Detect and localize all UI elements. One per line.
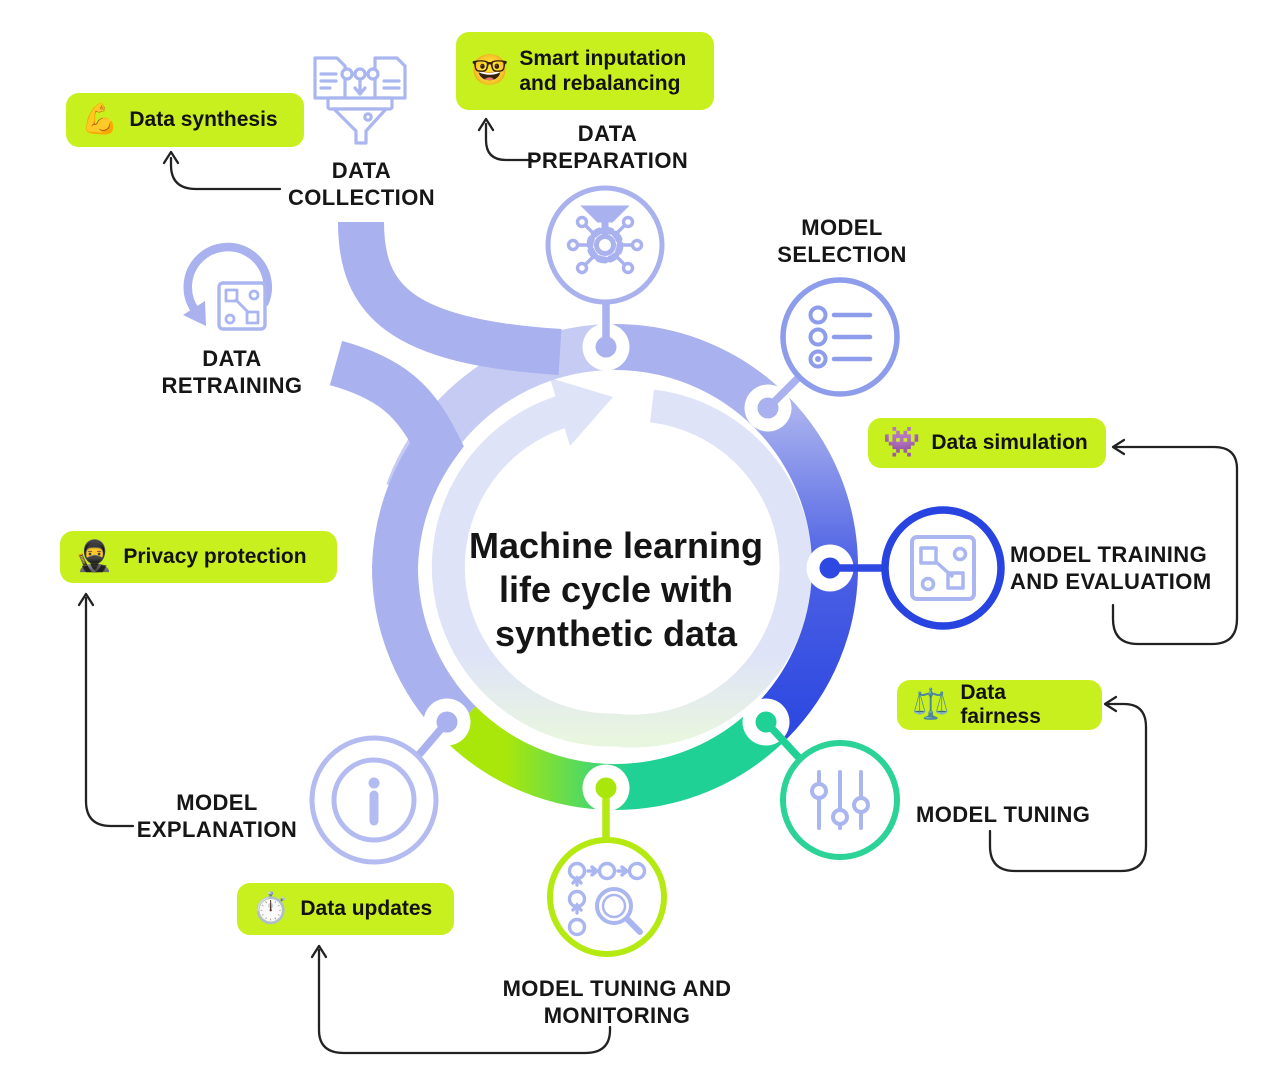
updates-arrow xyxy=(317,948,612,1055)
stage-label-line: MODEL TRAINING xyxy=(1010,542,1208,567)
stage-label-line: SELECTION xyxy=(777,242,907,267)
stage-label-line: RETRAINING xyxy=(161,373,303,398)
connected-nodes-icon xyxy=(881,506,1005,630)
sliders-icon xyxy=(780,740,900,860)
badge-text-line: and rebalancing xyxy=(519,72,681,95)
badge-data-fairness: ⚖️ Data fairness xyxy=(897,680,1102,730)
callout-arrows xyxy=(77,117,1239,1055)
ninja-icon: 🥷 xyxy=(75,540,113,573)
diagram-title: Machine learning life cycle with synthet… xyxy=(420,524,812,656)
flexed-biceps-icon: 💪 xyxy=(81,103,119,136)
title-line: Machine learning xyxy=(468,525,764,566)
stage-label-line: EXPLANATION xyxy=(136,817,298,842)
badge-privacy-protection: 🥷 Privacy protection xyxy=(60,531,337,583)
stage-label-line: MODEL xyxy=(176,790,258,815)
flowchart-magnifier-icon xyxy=(547,837,667,957)
stage-label-line: DATA xyxy=(202,346,262,371)
badge-text: Smart inputation and rebalancing xyxy=(519,46,686,96)
privacy-arrow xyxy=(84,596,135,828)
stage-label-line: DATA xyxy=(331,158,392,183)
stage-label-data-preparation: DATA PREPARATION xyxy=(490,120,725,174)
inner-cycle-arrow xyxy=(431,378,813,748)
stage-label-line: MODEL xyxy=(801,215,883,240)
badge-text: Privacy protection xyxy=(123,545,307,568)
stage-label-data-collection: DATA COLLECTION xyxy=(244,157,479,211)
stage-label-line: DATA xyxy=(577,121,638,146)
documents-funnel-icon xyxy=(313,56,407,145)
badge-smart-inputation: 🤓 Smart inputation and rebalancing xyxy=(456,32,714,110)
stage-label-model-selection: MODEL SELECTION xyxy=(727,214,957,268)
info-icon xyxy=(309,735,439,865)
simulation-arrow xyxy=(1111,445,1239,646)
badge-text: Data fairness xyxy=(960,681,1041,728)
ring-nodes xyxy=(414,301,886,842)
badge-text: Data simulation xyxy=(931,431,1088,454)
badge-text: Data synthesis xyxy=(129,108,278,131)
badge-text-line: Smart inputation xyxy=(519,47,687,70)
list-radio-icon xyxy=(780,277,900,397)
stage-label-model-explanation: MODEL EXPLANATION xyxy=(112,789,322,843)
stage-label-line: AND EVALUATIOM xyxy=(1010,569,1212,594)
stage-label-line: PREPARATION xyxy=(526,148,689,173)
gear-funnel-icon xyxy=(545,185,665,305)
stage-label-line: COLLECTION xyxy=(288,185,435,210)
nerd-face-icon: 🤓 xyxy=(471,54,509,87)
title-line: synthetic data xyxy=(494,613,738,654)
fairness-arrow xyxy=(988,702,1148,873)
stage-label-model-tuning-monitoring: MODEL TUNING AND MONITORING xyxy=(492,975,742,1029)
cycle-arrowhead xyxy=(550,378,613,446)
badge-data-updates: ⏱️ Data updates xyxy=(237,883,454,935)
synthesis-arrow xyxy=(169,156,282,191)
stopwatch-icon: ⏱️ xyxy=(252,892,290,925)
balance-scale-icon: ⚖️ xyxy=(912,688,950,721)
collection-band xyxy=(338,221,562,375)
stage-label-model-tuning: MODEL TUNING xyxy=(916,801,1116,828)
badge-text: Data updates xyxy=(300,897,433,920)
stage-label-line: MONITORING xyxy=(543,1003,691,1028)
stage-label-line: MODEL TUNING xyxy=(916,802,1091,827)
stage-label-model-training: MODEL TRAINING AND EVALUATIOM xyxy=(1010,541,1245,595)
badge-data-simulation: 👾 Data simulation xyxy=(868,418,1106,468)
stage-label-line: MODEL TUNING AND xyxy=(502,976,732,1001)
inputation-arrow xyxy=(484,122,534,162)
alien-monster-icon: 👾 xyxy=(883,426,921,459)
refresh-chip-icon xyxy=(183,242,272,331)
title-line: life cycle with xyxy=(498,569,734,610)
retraining-band xyxy=(329,340,477,739)
stage-label-data-retraining: DATA RETRAINING xyxy=(127,345,337,399)
badge-data-synthesis: 💪 Data synthesis xyxy=(66,93,304,147)
